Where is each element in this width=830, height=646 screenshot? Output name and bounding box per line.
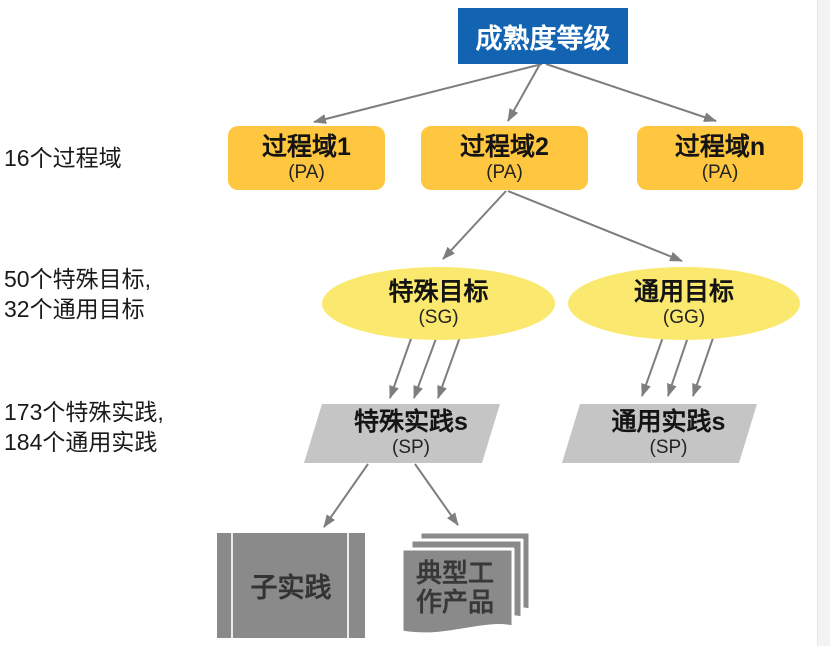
node-subtitle: (PA) <box>486 161 523 183</box>
page-edge-strip <box>817 0 830 646</box>
arrow-pa2-to-gg <box>507 190 683 262</box>
node-title: 过程域n <box>674 132 766 161</box>
node-subtitle: (SG) <box>418 307 459 328</box>
node-title: 通用目标 <box>633 278 734 306</box>
node-typical-work-products: 典型工 作产品 <box>401 559 509 617</box>
arrow-sp-to-subpractice <box>323 463 369 528</box>
arrow-root-to-pa2 <box>507 63 541 122</box>
arrow-root-to-pa3 <box>545 63 717 122</box>
arrow-gg-to-gp-3 <box>692 337 714 397</box>
arrow-pa2-to-sg <box>442 190 507 260</box>
node-process-area-1: 过程域1 (PA) <box>228 126 385 190</box>
node-generic-practices: 通用实践s (SP) <box>580 404 757 463</box>
side-label-line: 50个特殊目标, <box>4 266 151 292</box>
node-subtitle: (PA) <box>701 161 739 183</box>
node-subpractices predefined-process-shape: 子实践 <box>217 533 365 638</box>
node-process-area-n: 过程域n (PA) <box>637 126 803 190</box>
side-label-process-areas: 16个过程域 <box>4 143 122 173</box>
stacked-documents-shape <box>400 530 532 636</box>
document-page-front <box>400 547 515 636</box>
arrow-sp-to-workproduct <box>414 463 459 526</box>
node-title: 特殊目标 <box>388 278 489 306</box>
arrow-gg-to-gp-1 <box>641 336 664 397</box>
node-title-line: 作产品 <box>415 587 494 617</box>
arrow-sg-to-sp-2 <box>413 335 438 399</box>
side-label-line: 32个通用目标 <box>4 296 145 322</box>
node-title: 特殊实践s <box>354 408 468 436</box>
node-subtitle: (GG) <box>662 307 706 328</box>
node-title: 通用实践s <box>611 408 726 436</box>
node-maturity-level: 成熟度等级 <box>458 8 628 64</box>
node-subtitle: (SP) <box>392 437 430 458</box>
node-subtitle: (SP) <box>649 437 688 458</box>
side-label-practices: 173个特殊实践, 184个通用实践 <box>4 397 164 457</box>
node-title: 过程域1 <box>262 132 351 161</box>
side-label-line: 173个特殊实践, <box>4 399 164 425</box>
node-process-area-2: 过程域2 (PA) <box>421 126 588 190</box>
arrow-root-to-pa1 <box>313 63 543 124</box>
arrow-sg-to-sp-3 <box>437 336 461 399</box>
node-specific-practices: 特殊实践s (SP) <box>322 404 500 463</box>
node-title: 成熟度等级 <box>475 23 611 54</box>
node-subtitle: (PA) <box>288 161 325 183</box>
node-specific-goals: 特殊目标 (SG) <box>322 267 555 340</box>
side-label-line: 184个通用实践 <box>4 429 158 455</box>
arrow-sg-to-sp-1 <box>389 335 413 399</box>
node-generic-goals: 通用目标 (GG) <box>568 267 800 340</box>
node-title-line: 典型工 <box>415 558 494 588</box>
arrow-gg-to-gp-2 <box>667 336 689 397</box>
node-title: 过程域2 <box>460 132 549 161</box>
side-label-line: 16个过程域 <box>4 145 122 171</box>
node-title: 子实践 <box>250 573 332 603</box>
side-label-goals: 50个特殊目标, 32个通用目标 <box>4 264 151 324</box>
